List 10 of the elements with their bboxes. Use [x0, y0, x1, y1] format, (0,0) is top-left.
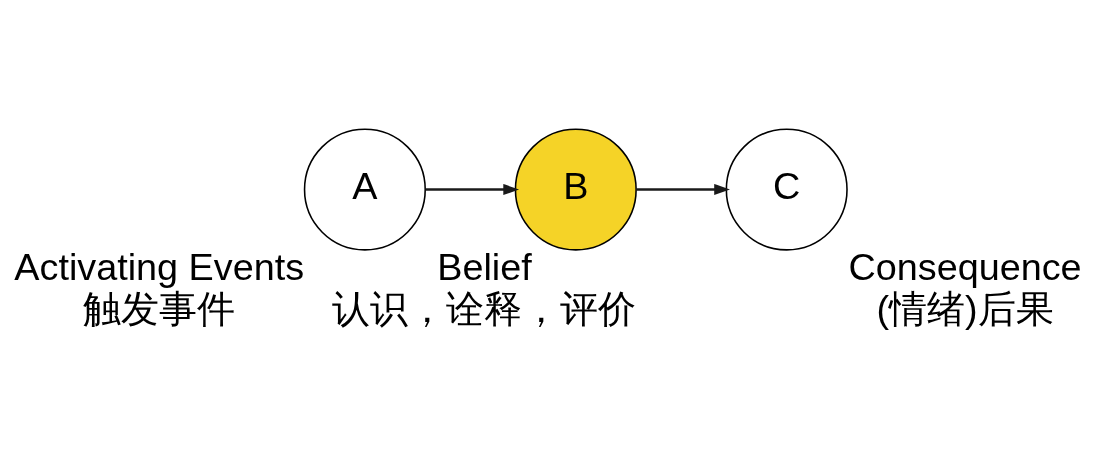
- node-circle: C: [725, 127, 848, 251]
- node-label: 触发事件: [83, 287, 236, 330]
- node-label: Consequence: [848, 245, 1082, 288]
- arrow: [636, 183, 730, 195]
- node-circle: B: [514, 127, 637, 251]
- arrow: [425, 183, 520, 195]
- node-label: Activating Events: [14, 245, 305, 288]
- node-label: (情绪)后果: [876, 287, 1054, 330]
- node-circle: A: [303, 127, 426, 251]
- node-label: 认识，诠释，评价: [332, 287, 637, 330]
